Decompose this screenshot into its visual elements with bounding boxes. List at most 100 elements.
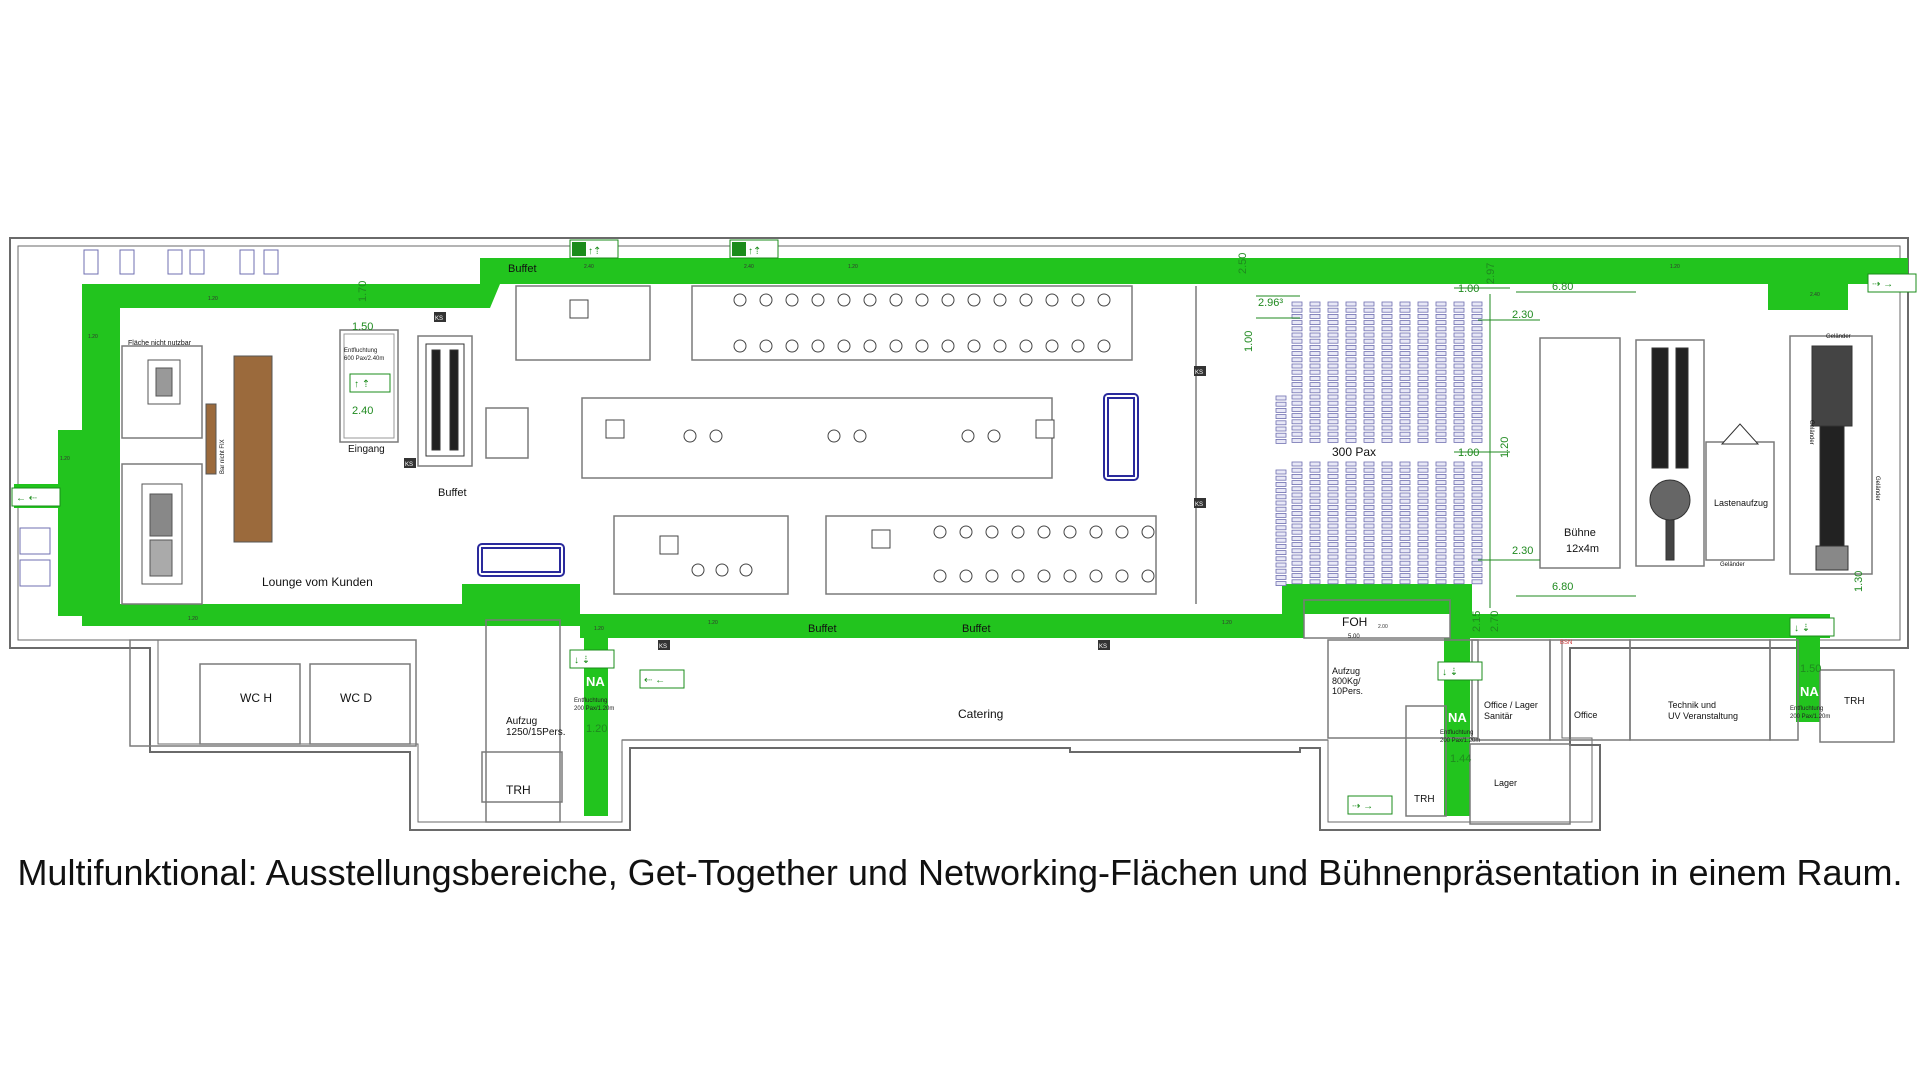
seat (1417, 579, 1429, 585)
seat (1327, 437, 1339, 443)
seat (1381, 492, 1393, 498)
seat (1309, 567, 1321, 572)
seat (1381, 338, 1393, 344)
seat (1345, 579, 1357, 585)
seat (1309, 425, 1321, 431)
seat (1435, 406, 1447, 412)
round-table (1063, 569, 1077, 583)
seat (1275, 556, 1287, 562)
svg-text:↓ ⇣: ↓ ⇣ (1794, 623, 1810, 634)
seat (1471, 332, 1483, 338)
stage-title: Bühne (1564, 527, 1596, 539)
seat (1345, 301, 1357, 307)
seat (1381, 560, 1393, 566)
seat (1327, 307, 1339, 313)
seat (1417, 388, 1429, 394)
seat (1327, 332, 1339, 338)
seat (1275, 575, 1287, 580)
seat (1309, 517, 1321, 523)
seat (1417, 400, 1429, 406)
seat (1381, 357, 1393, 363)
seat (1345, 529, 1357, 535)
seat (1327, 425, 1339, 431)
seat (1417, 351, 1429, 357)
seat (1453, 351, 1465, 357)
seat (1291, 351, 1303, 357)
seat (1381, 504, 1393, 510)
svg-text:1.20: 1.20 (60, 456, 70, 462)
seat (1345, 486, 1357, 492)
seat (1381, 400, 1393, 406)
svg-text:⇠ ←: ⇠ ← (644, 675, 665, 686)
seat (1417, 573, 1429, 578)
seat (1309, 573, 1321, 578)
entfl-na3-2: 200 Pax/1.20m (1790, 714, 1830, 720)
round-table (759, 339, 773, 353)
seat (1381, 579, 1393, 585)
seat (1309, 419, 1321, 425)
seat (1381, 498, 1393, 504)
seat (1435, 548, 1447, 554)
svg-text:1.44: 1.44 (1450, 753, 1471, 765)
round-table (1071, 293, 1085, 307)
seat (1345, 357, 1357, 363)
seat (1417, 517, 1429, 523)
seat (1363, 461, 1375, 467)
seat (1435, 382, 1447, 388)
seat (1275, 550, 1287, 555)
svg-text:KS: KS (1195, 370, 1203, 376)
seat (1291, 517, 1303, 523)
seat (1327, 313, 1339, 319)
seat (1417, 382, 1429, 388)
seat (1381, 313, 1393, 319)
seat (1453, 554, 1465, 560)
seat (1381, 382, 1393, 388)
seat (1399, 338, 1411, 344)
seat (1309, 523, 1321, 529)
seat (1309, 313, 1321, 319)
wc-h-label: WC H (240, 691, 272, 705)
seat (1275, 395, 1287, 401)
seat (1327, 573, 1339, 578)
svg-text:2.40: 2.40 (352, 405, 373, 417)
svg-text:1.20: 1.20 (208, 296, 218, 302)
seat (1363, 400, 1375, 406)
seat (1453, 467, 1465, 473)
seat (1417, 320, 1429, 326)
seat (1309, 504, 1321, 510)
seat (1399, 529, 1411, 535)
seat (1327, 431, 1339, 437)
seat (1345, 431, 1357, 437)
seat (1435, 567, 1447, 572)
seat (1399, 504, 1411, 510)
round-table (1115, 569, 1129, 583)
seat (1345, 394, 1357, 400)
seat (1291, 326, 1303, 332)
seat (1453, 388, 1465, 394)
dimension-labels: 2.50 2.96³ 1.00 1.00 1.00 1.20 2.97 6.80… (60, 253, 1865, 765)
round-table (1097, 293, 1111, 307)
seat (1399, 425, 1411, 431)
round-table (941, 293, 955, 307)
seat (1381, 419, 1393, 425)
pax-label: 300 Pax (1332, 445, 1376, 459)
seat (1471, 461, 1483, 467)
seat (1453, 326, 1465, 332)
seat (1345, 400, 1357, 406)
seat (1471, 560, 1483, 566)
seat (1363, 307, 1375, 313)
seat (1345, 338, 1357, 344)
exit-sign-na2: ↓ ⇣ (1437, 661, 1483, 681)
seat (1453, 480, 1465, 486)
seat (1309, 467, 1321, 473)
round-table (1141, 569, 1155, 583)
exit-sign-trh-mid: ⇢ → (1347, 795, 1393, 815)
svg-text:KS: KS (1099, 644, 1107, 650)
buffet-counter-icon (425, 343, 465, 457)
aufzug-mid-3: 10Pers. (1332, 686, 1363, 696)
seat (1327, 382, 1339, 388)
round-table (915, 293, 929, 307)
seat (1291, 579, 1303, 585)
seat (1345, 413, 1357, 419)
round-table (985, 569, 999, 583)
